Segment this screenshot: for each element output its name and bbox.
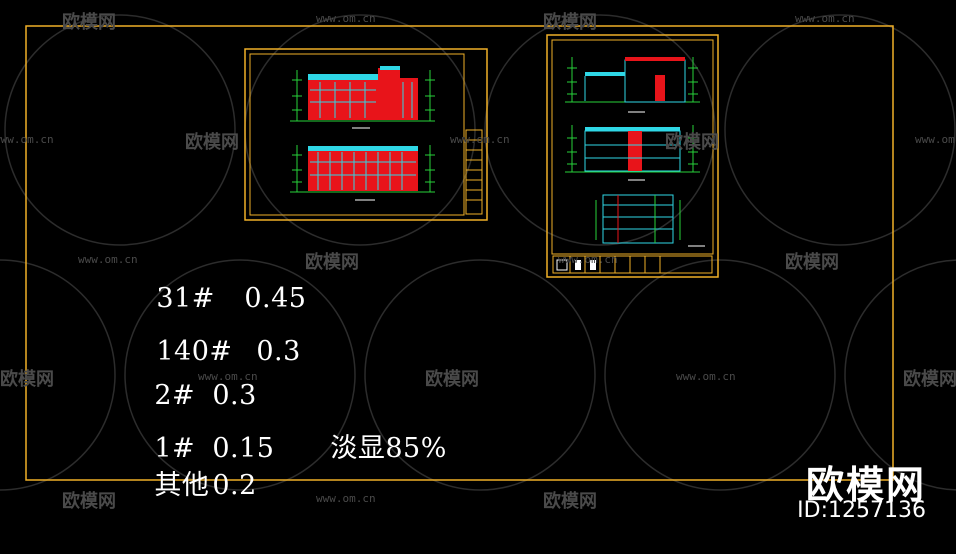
watermark-logo: 欧模网	[543, 12, 597, 33]
drawing-sheet-1[interactable]	[244, 48, 488, 221]
floor-plan-drawing	[595, 194, 705, 247]
watermark-url: www.om.cn	[676, 370, 736, 383]
watermark-logo: 欧模网	[785, 252, 839, 273]
sheet-1-title-block	[465, 129, 483, 215]
watermark-url: www.om.cn	[558, 253, 618, 266]
watermark-url: www.om.cn	[78, 253, 138, 266]
outer-drawing-frame	[25, 25, 894, 481]
watermark-logo: 欧模网	[425, 369, 479, 390]
setting-layer: 2#	[154, 380, 196, 411]
elevation-drawing-1	[290, 66, 435, 129]
watermark-circles	[0, 14, 956, 491]
watermark-logo: 欧模网	[305, 252, 359, 273]
watermark-url: www.om.cn	[450, 133, 510, 146]
watermark-logo: 欧模网	[62, 491, 116, 512]
setting-row: 1# 0.15 淡显85%	[118, 395, 447, 496]
drawing-sheet-2[interactable]	[546, 34, 719, 278]
watermark-logo: 欧模网	[665, 132, 719, 153]
setting-row: 2# 0.3	[118, 349, 257, 442]
elevation-drawing-2	[290, 145, 435, 201]
setting-value: 0.15	[212, 433, 275, 464]
watermark-url: www.om.cn	[198, 370, 258, 383]
watermark-logo: 欧模网	[0, 369, 54, 390]
watermark-logo: 欧模网	[543, 491, 597, 512]
setting-note: 淡显85%	[330, 433, 447, 464]
watermark-url: www.om.cn	[795, 12, 855, 25]
watermark-url: www.om.cn	[316, 492, 376, 505]
watermark-logo: 欧模网	[62, 12, 116, 33]
setting-value: 0.3	[212, 380, 257, 411]
setting-layer: 31#	[156, 283, 215, 314]
setting-row: 31# 0.45	[120, 252, 306, 345]
watermark-logo: 欧模网	[185, 132, 239, 153]
setting-row: 140# 0.3	[120, 305, 301, 398]
setting-value: 0.45	[244, 283, 307, 314]
setting-layer: 1#	[154, 433, 196, 464]
sheet-2-stamp-text	[556, 259, 596, 271]
section-drawing	[565, 125, 700, 181]
watermark-url: www.om.cn	[915, 133, 956, 146]
brand-logo: 欧模网	[805, 463, 926, 507]
side-elevation-drawing	[565, 57, 700, 113]
watermark-logo: 欧模网	[903, 369, 956, 390]
setting-layer: 140#	[156, 336, 233, 367]
watermark-url: www.om.cn	[316, 12, 376, 25]
sheet-2-title-block	[552, 255, 713, 274]
setting-layer: 其他	[154, 470, 210, 501]
model-id: ID:1257136	[797, 498, 926, 523]
setting-value: 0.2	[212, 470, 257, 501]
watermark-url: www.om.cn	[0, 133, 54, 146]
setting-value: 0.3	[256, 336, 301, 367]
